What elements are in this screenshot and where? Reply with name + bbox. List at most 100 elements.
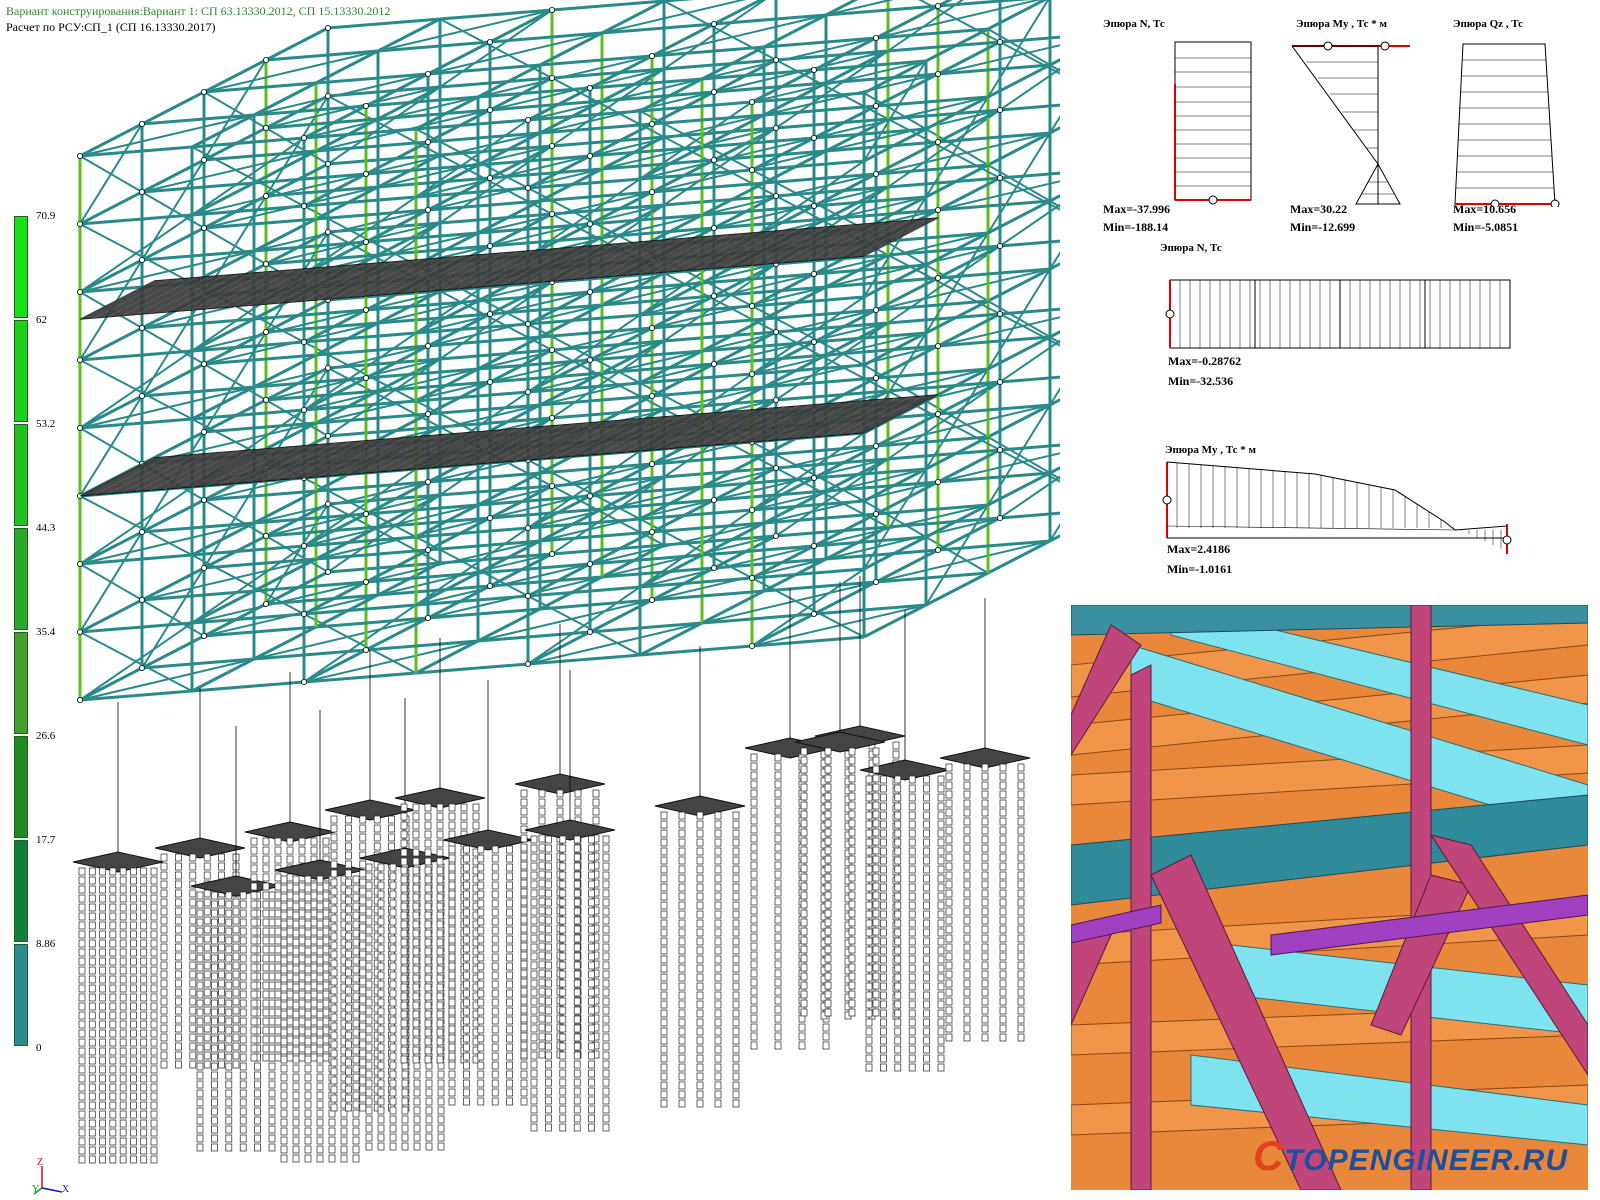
epure-max: Max=-0.28762 [1168,354,1242,368]
legend-segment [14,320,28,422]
pile [268,891,276,1152]
legend-value: 35.4 [36,626,56,638]
pile [99,867,106,1164]
legend-value: 8.86 [36,938,56,950]
pile [119,867,127,1164]
pile-cap [442,829,534,851]
pile [865,775,873,1072]
pile-cap [154,837,246,859]
legend-value: 44.3 [36,522,56,534]
legend-value: 70.9 [36,210,56,222]
pile [448,845,456,1106]
pile [963,763,971,1042]
pile [365,863,373,1151]
legend-segment [14,528,28,630]
pile [412,803,420,1064]
legend-value: 62 [36,314,47,326]
pile [225,891,233,1152]
pile [340,875,348,1163]
pile [130,867,137,1164]
pile [436,803,444,1064]
calculation-subtitle: Расчет по РСУ:СП_1 (СП 16.13330.2017) [6,20,216,34]
pile [538,789,546,1059]
pile [189,853,197,1069]
pile [774,753,782,1050]
pile [150,867,158,1164]
pile [602,835,610,1132]
pile [573,835,581,1132]
axis-z-label: Z [37,1158,43,1168]
epure-min: Min=-188.14 [1103,220,1169,234]
pile [750,753,758,1050]
pile [999,763,1007,1042]
legend-value: 53.2 [36,418,56,430]
pile [800,747,808,1017]
pile-cap [524,819,616,841]
epure-max: Max=-37.996 [1103,202,1171,216]
pile [304,875,312,1163]
pile [1017,763,1025,1042]
pile [109,867,117,1164]
pile [352,875,360,1163]
render-scene [1071,605,1588,1190]
pile [262,837,270,1062]
epure-max: Max=10.656 [1453,202,1517,216]
pile [981,763,989,1042]
legend-segment [14,424,28,526]
pile [530,835,538,1132]
epure-my-column: Эпюра My , Тс * м Max=30.22 Min=-12.699 [1290,14,1430,234]
pile [175,853,182,1069]
steel-frame-3d-render: CTOPENGINEER.RU [1071,605,1588,1190]
frame-members [77,0,1060,704]
pile [377,863,385,1151]
structural-model-view[interactable] [0,0,1060,1200]
pile [250,837,258,1062]
pile [373,815,381,1112]
epure-qz-diagram [1454,43,1560,207]
epure-title: Эпюра My , Тс * м [1296,18,1387,30]
pile [463,845,470,1106]
epure-min: Min=-1.0161 [1167,562,1233,576]
pile [848,747,856,1017]
epure-title: Эпюра N, Тс [1103,18,1165,30]
pile [908,775,916,1072]
epure-min: Min=-32.536 [1168,374,1234,388]
pile [316,875,324,1163]
legend-segment [14,632,28,734]
epure-n-diagram [1174,41,1252,205]
epure-my-diagram [1292,41,1410,205]
pile [660,811,668,1108]
pile [88,867,96,1164]
pile [477,845,485,1106]
epure-title: Эпюра N, Тс [1160,242,1222,254]
legend-value: 0 [36,1042,42,1054]
pile [196,891,204,1152]
pile [160,853,168,1069]
pile [559,835,567,1132]
epure-max: Max=30.22 [1290,202,1348,216]
legend-value: 17.7 [36,834,56,846]
pile [824,747,832,1017]
pile [239,891,247,1152]
axis-y-label: Y [32,1184,39,1195]
pile [678,811,686,1108]
pile [211,891,218,1152]
pile [506,845,513,1106]
epure-title: Эпюра Qz , Тс [1453,18,1524,30]
pile [592,789,600,1059]
epure-min: Min=-12.699 [1290,220,1356,234]
legend-segment [14,840,28,942]
design-variant-title: Вариант конструирования:Вариант 1: СП 63… [6,4,391,18]
pile [945,763,953,1042]
pile [218,853,225,1069]
pile [400,803,408,1064]
pile [491,845,499,1106]
pile [424,803,432,1064]
pile [345,815,352,1112]
pile [292,875,300,1163]
pile [894,775,902,1072]
pile-foundations [72,576,1031,1164]
axis-x-label: X [62,1184,70,1195]
epure-n2-diagram [1165,279,1511,349]
